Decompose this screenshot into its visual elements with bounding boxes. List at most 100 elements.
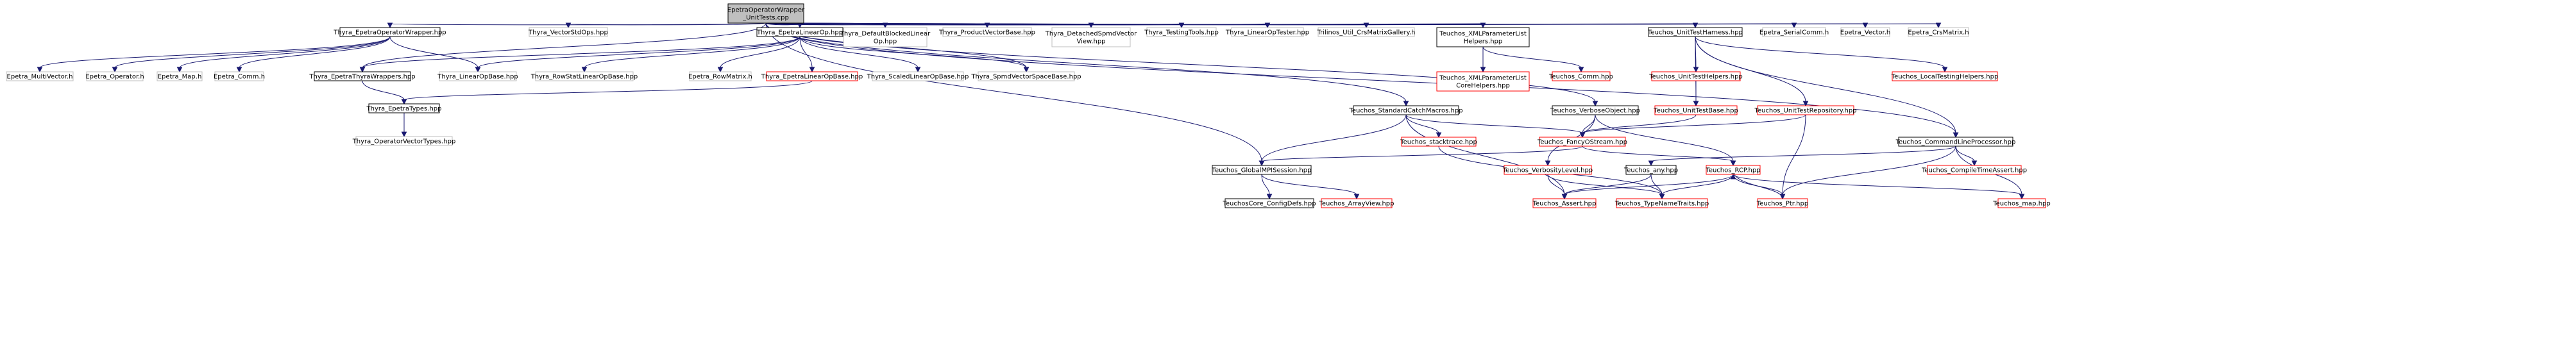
node-telo[interactable]: Thyra_EpetraLinearOp.hpp xyxy=(756,27,843,37)
node-label: Teuchos_any.hpp xyxy=(1623,167,1678,174)
node-svsb: Thyra_SpmdVectorSpaceBase.hpp xyxy=(970,71,1081,81)
node-utr: Teuchos_UnitTestRepository.hpp xyxy=(1754,105,1857,115)
node-label: Teuchos_TypeNameTraits.hpp xyxy=(1614,201,1709,208)
node-ccd[interactable]: TeuchosCore_ConfigDefs.hpp xyxy=(1222,198,1316,208)
node-label: View.hpp xyxy=(1076,38,1105,46)
node-label: Epetra_Vector.h xyxy=(1840,29,1890,37)
node-map: Teuchos_map.hpp xyxy=(1992,198,2051,208)
node-label: Helpers.hpp xyxy=(1464,38,1502,46)
node-label: Epetra_MultiVector.h xyxy=(7,74,73,81)
node-label: Thyra_EpetraOperatorWrapper.hpp xyxy=(333,29,446,37)
node-clp[interactable]: Teuchos_CommandLineProcessor.hpp xyxy=(1895,137,2016,147)
edge-uth-to-ltoh xyxy=(1695,36,1948,73)
node-vso: Thyra_VectorStdOps.hpp xyxy=(528,27,608,37)
node-label: Teuchos_Comm.hpp xyxy=(1548,74,1613,81)
node-as: Teuchos_Assert.hpp xyxy=(1532,198,1597,208)
node-root: EpetraOperatorWrapper_UnitTests.cpp xyxy=(727,3,805,24)
node-label: Teuchos_LocalTestingHelpers.hpp xyxy=(1891,74,1999,81)
edge-tew-to-lob xyxy=(389,36,481,73)
edge-tew-to-ecomm xyxy=(236,36,391,73)
node-label: Thyra_EpetraTypes.hpp xyxy=(366,106,442,113)
node-label: Thyra_VectorStdOps.hpp xyxy=(528,29,608,37)
node-tew[interactable]: Thyra_EpetraOperatorWrapper.hpp xyxy=(333,27,446,37)
edge-root-to-vso xyxy=(565,22,767,29)
edge-tew-to-eop xyxy=(112,36,391,73)
node-gmpi[interactable]: Teuchos_GlobalMPISession.hpp xyxy=(1212,165,1312,175)
edge-telo-to-tetw xyxy=(359,36,801,73)
node-label: Teuchos_CompileTimeAssert.hpp xyxy=(1921,167,2027,174)
node-elob: Thyra_EpetraLinearOpBase.hpp xyxy=(761,71,863,81)
node-tnt: Teuchos_TypeNameTraits.hpp xyxy=(1614,198,1709,208)
edge-root-to-vo xyxy=(765,22,1598,107)
node-label: Teuchos_ArrayView.hpp xyxy=(1318,201,1394,208)
node-eop: Epetra_Operator.h xyxy=(85,71,144,81)
node-rsl: Thyra_RowStatLinearOpBase.hpp xyxy=(530,71,638,81)
node-uth[interactable]: Teuchos_UnitTestHarness.hpp xyxy=(1647,27,1743,37)
edge-fos-to-rcp xyxy=(1582,146,1736,167)
node-label: Thyra_DefaultBlockedLinear xyxy=(840,31,931,38)
node-label: Thyra_OperatorVectorTypes.hpp xyxy=(352,138,456,146)
node-ltoh: Teuchos_LocalTestingHelpers.hpp xyxy=(1891,71,1999,81)
edge-root-to-scm xyxy=(765,22,1409,107)
node-label: Epetra_SerialComm.h xyxy=(1759,29,1829,37)
node-uthelp: Teuchos_UnitTestHelpers.hpp xyxy=(1648,71,1743,81)
node-tet[interactable]: Thyra_EpetraTypes.hpp xyxy=(366,103,442,113)
node-ptr: Teuchos_Ptr.hpp xyxy=(1756,198,1808,208)
edge-gmpi-to-av xyxy=(1261,174,1360,200)
node-rcp: Teuchos_RCP.hpp xyxy=(1705,165,1761,175)
node-label: Thyra_TestingTools.hpp xyxy=(1144,29,1219,37)
edge-clp-to-cta xyxy=(1955,146,1978,167)
node-ovt: Thyra_OperatorVectorTypes.hpp xyxy=(352,136,456,146)
node-label: Teuchos_GlobalMPISession.hpp xyxy=(1212,167,1312,174)
edge-xpl-to-xpc xyxy=(1480,47,1486,73)
edge-uthelp-to-utb xyxy=(1693,81,1699,107)
node-label: Thyra_RowStatLinearOpBase.hpp xyxy=(530,74,638,81)
node-label: Teuchos_XMLParameterList xyxy=(1439,31,1527,38)
node-vo[interactable]: Teuchos_VerboseObject.hpp xyxy=(1550,105,1640,115)
node-label: Thyra_SpmdVectorSpaceBase.hpp xyxy=(970,74,1081,81)
edge-uth-to-clp xyxy=(1695,36,1959,138)
node-label: Epetra_RowMatrix.h xyxy=(688,74,752,81)
node-label: Teuchos_CommandLineProcessor.hpp xyxy=(1895,139,2016,146)
node-cta: Teuchos_CompileTimeAssert.hpp xyxy=(1921,165,2027,175)
node-tetw[interactable]: Thyra_EpetraThyraWrappers.hpp xyxy=(309,71,416,81)
edge-root-to-ecm xyxy=(765,22,1942,29)
edge-fos-to-gmpi xyxy=(1258,146,1583,167)
edges-layer xyxy=(37,22,2025,200)
node-label: Teuchos_VerboseObject.hpp xyxy=(1550,108,1640,115)
node-ecomm: Epetra_Comm.h xyxy=(214,71,265,81)
edge-telo-to-slob xyxy=(799,36,921,73)
node-ecm: Epetra_CrsMatrix.h xyxy=(1908,27,1969,37)
node-erm: Epetra_RowMatrix.h xyxy=(688,71,752,81)
node-label: Teuchos_XMLParameterList xyxy=(1439,75,1527,82)
edge-telo-to-rsl xyxy=(581,36,801,73)
node-utb: Teuchos_UnitTestBase.hpp xyxy=(1653,105,1738,115)
node-label: EpetraOperatorWrapper xyxy=(727,7,805,14)
node-label: Thyra_ScaledLinearOpBase.hpp xyxy=(867,74,969,81)
node-fos: Teuchos_FancyOStream.hpp xyxy=(1537,137,1627,147)
node-label: Thyra_LinearOpTester.hpp xyxy=(1225,29,1309,37)
node-any[interactable]: Teuchos_any.hpp xyxy=(1623,165,1678,175)
node-emv: Epetra_MultiVector.h xyxy=(6,71,74,81)
node-label: Teuchos_Assert.hpp xyxy=(1532,201,1597,208)
node-label: Teuchos_FancyOStream.hpp xyxy=(1537,139,1627,146)
node-slob: Thyra_ScaledLinearOpBase.hpp xyxy=(867,71,969,81)
node-label: TeuchosCore_ConfigDefs.hpp xyxy=(1222,201,1316,208)
node-st: Teuchos_stacktrace.hpp xyxy=(1400,137,1477,147)
edge-rcp-to-map xyxy=(1733,174,2025,200)
edge-scm-to-as xyxy=(1405,114,1568,200)
node-label: Op.hpp xyxy=(874,38,897,46)
node-label: CoreHelpers.hpp xyxy=(1456,83,1510,90)
node-label: Trilinos_Util_CrsMatrixGallery.h xyxy=(1316,29,1415,37)
node-ev: Epetra_Vector.h xyxy=(1840,27,1890,37)
edge-telo-to-erm xyxy=(717,36,801,73)
edge-tet-to-ovt xyxy=(401,113,407,138)
node-scm[interactable]: Teuchos_StandardCatchMacros.hpp xyxy=(1348,105,1463,115)
node-label: Teuchos_UnitTestHelpers.hpp xyxy=(1648,74,1743,81)
node-label: Teuchos_StandardCatchMacros.hpp xyxy=(1348,108,1462,115)
node-label: _UnitTests.cpp xyxy=(742,15,789,22)
node-label: Thyra_ProductVectorBase.hpp xyxy=(938,29,1035,37)
